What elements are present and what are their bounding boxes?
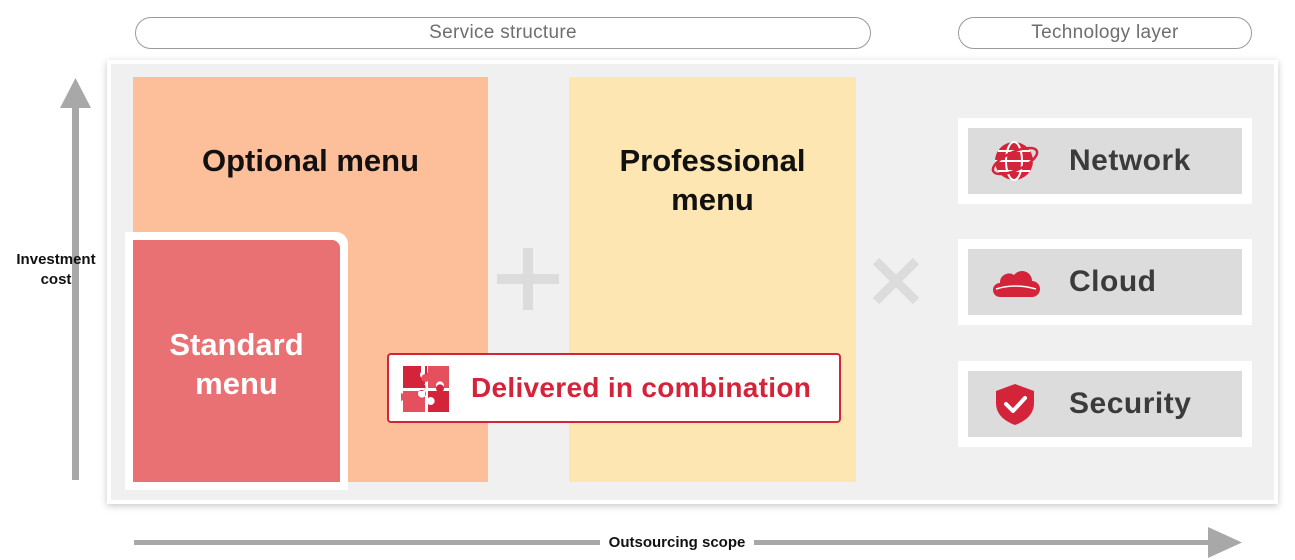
technology-label: Network [1069,144,1191,177]
plus-operator [497,248,559,310]
standard-menu-title: Standard menu [169,327,304,401]
combination-label: Delivered in combination [471,372,812,403]
technology-item-security: Security [958,361,1252,447]
technology-layer-header: Technology layer [958,17,1252,49]
investment-axis-arrow [60,78,91,480]
service-structure-header: Service structure [135,17,871,49]
times-operator [872,257,920,305]
puzzle-icon [401,366,449,412]
globe-icon [991,141,1039,181]
investment-cost-label: Investment cost [16,251,96,288]
outsourcing-scope-label: Outsourcing scope [600,533,754,553]
cloud-icon [993,271,1040,297]
technology-label: Cloud [1069,265,1157,298]
technology-label: Security [1069,387,1192,420]
optional-menu-title: Optional menu [202,143,419,178]
standard-menu-box: Standard menu [133,240,340,482]
shield-check-icon [996,384,1034,425]
combination-callout: Delivered in combination [387,353,841,423]
professional-menu-title: Professional menu [619,143,806,217]
technology-item-network: Network [958,118,1252,204]
technology-item-cloud: Cloud [958,239,1252,325]
